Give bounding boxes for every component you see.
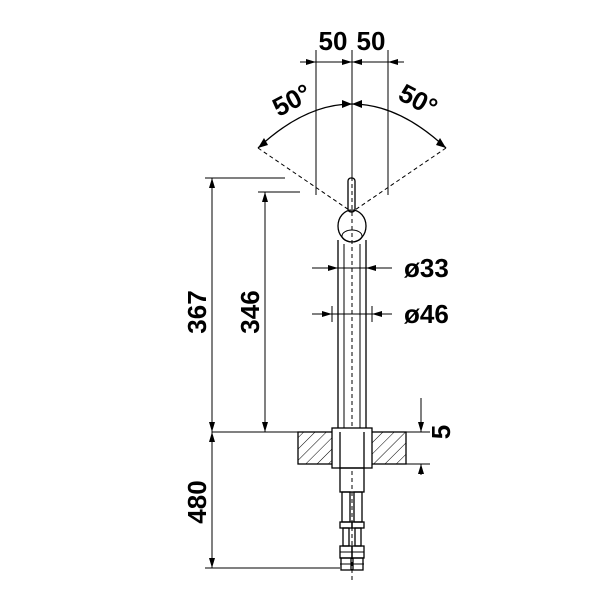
- total-height-dimension: 367: [182, 177, 285, 432]
- faucet-body: [337, 170, 367, 580]
- deck-thickness-label: 5: [426, 425, 456, 439]
- dia-large-label: ø46: [404, 299, 449, 329]
- deck-thickness-dimension: 5: [418, 398, 456, 475]
- hose-length-dimension: 480: [182, 432, 340, 569]
- dia-small-label: ø33: [404, 253, 449, 283]
- swing-left-label: 50°: [267, 78, 316, 123]
- supply-hoses: [339, 467, 365, 571]
- top-width-dimension: 50 50: [300, 26, 404, 195]
- spout-height-dimension: 346: [235, 191, 300, 432]
- diameter-small-dimension: ø33: [312, 253, 449, 283]
- top-right-width-label: 50: [357, 26, 386, 56]
- total-height-label: 367: [182, 290, 212, 333]
- top-left-width-label: 50: [319, 26, 348, 56]
- spout-height-label: 346: [235, 290, 265, 333]
- diameter-large-dimension: ø46: [312, 299, 449, 329]
- counter-deck: [212, 427, 430, 469]
- hose-length-label: 480: [182, 480, 212, 523]
